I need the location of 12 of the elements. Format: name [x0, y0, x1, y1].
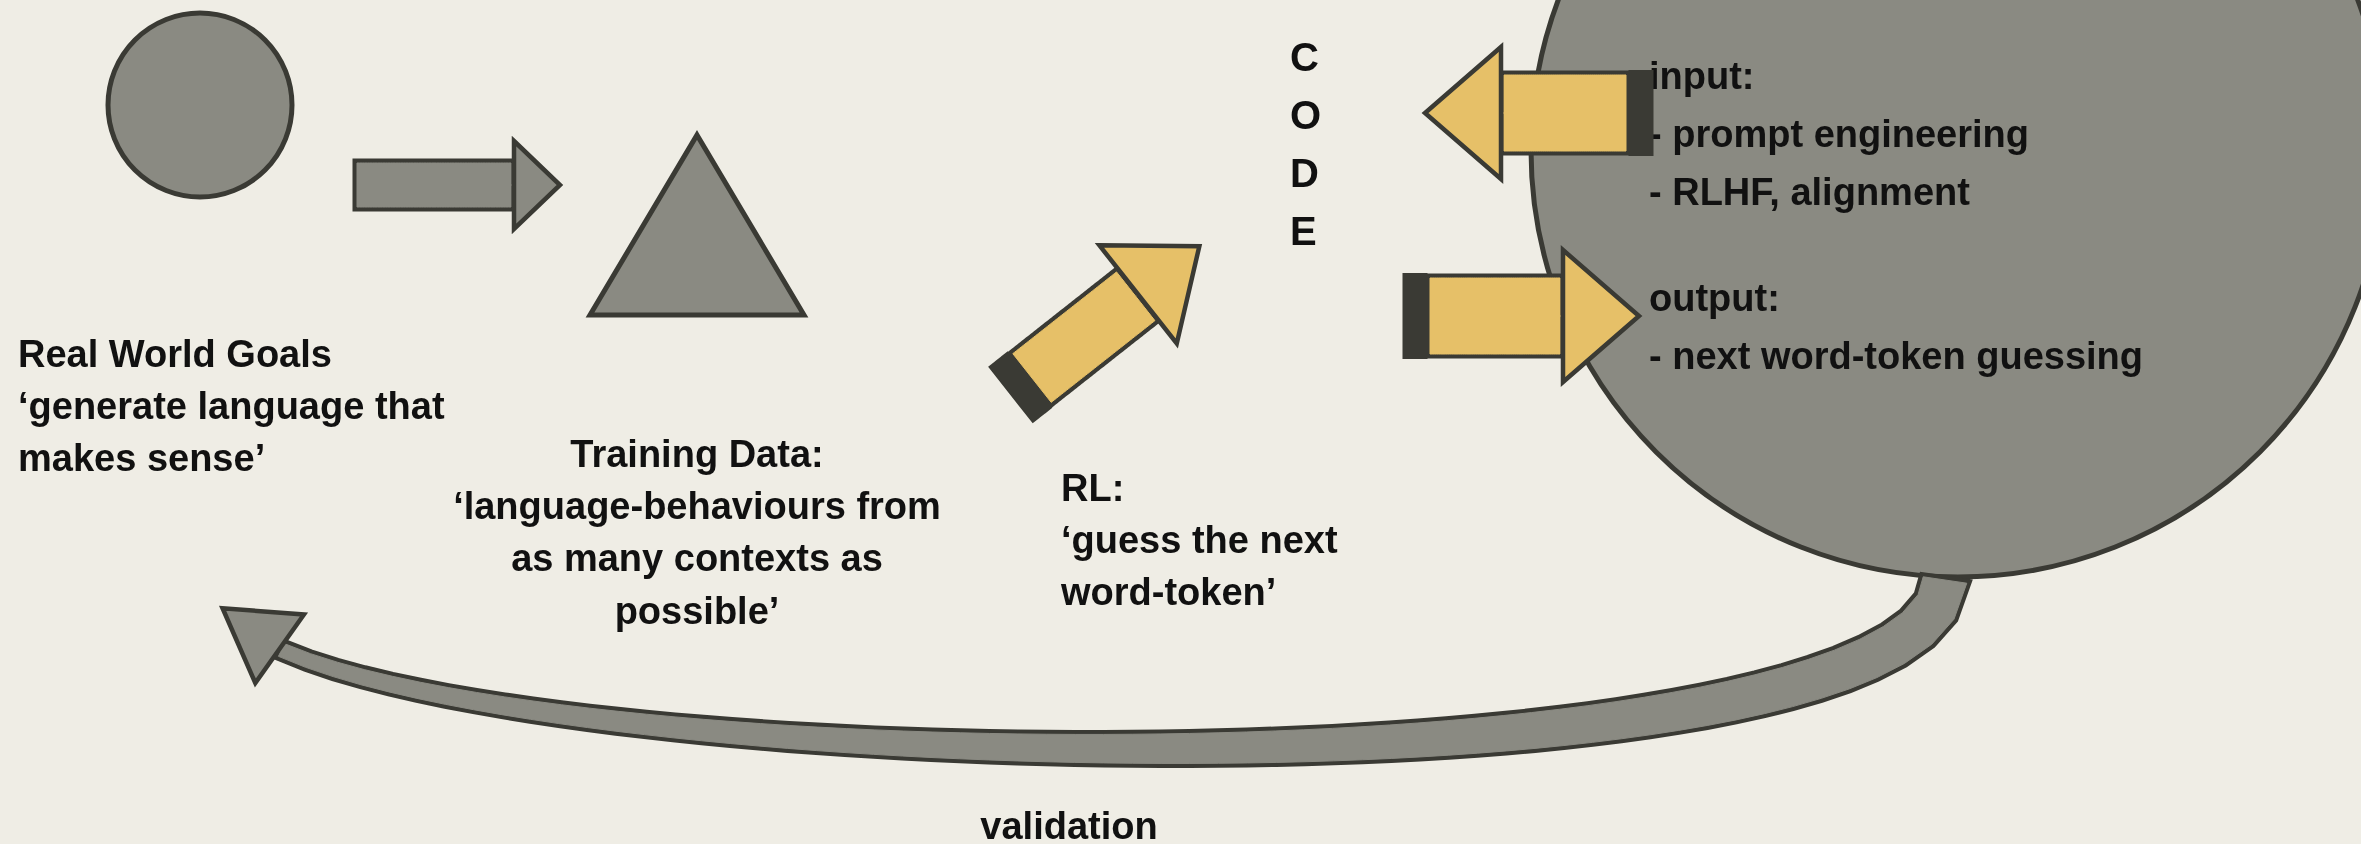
list-heading: output:: [1649, 276, 1781, 321]
caption-text: ‘guess the next word-token’: [1061, 518, 1339, 616]
list-heading: input:: [1649, 54, 1756, 99]
list-item: - RLHF, alignment: [1649, 170, 1971, 215]
heading: RL:: [1061, 466, 1126, 511]
vertical-text: CODE: [1290, 34, 1323, 255]
list-item: - next word-token guessing: [1649, 334, 2145, 379]
caption-text: ‘language-behaviours from as many contexts as possible’: [452, 484, 942, 634]
heading: Training Data:: [569, 432, 825, 477]
edge-label: validation: [980, 804, 1158, 844]
heading: Real World Goals: [18, 332, 333, 377]
caption-text: ‘generate language that makes sense’: [18, 384, 446, 482]
